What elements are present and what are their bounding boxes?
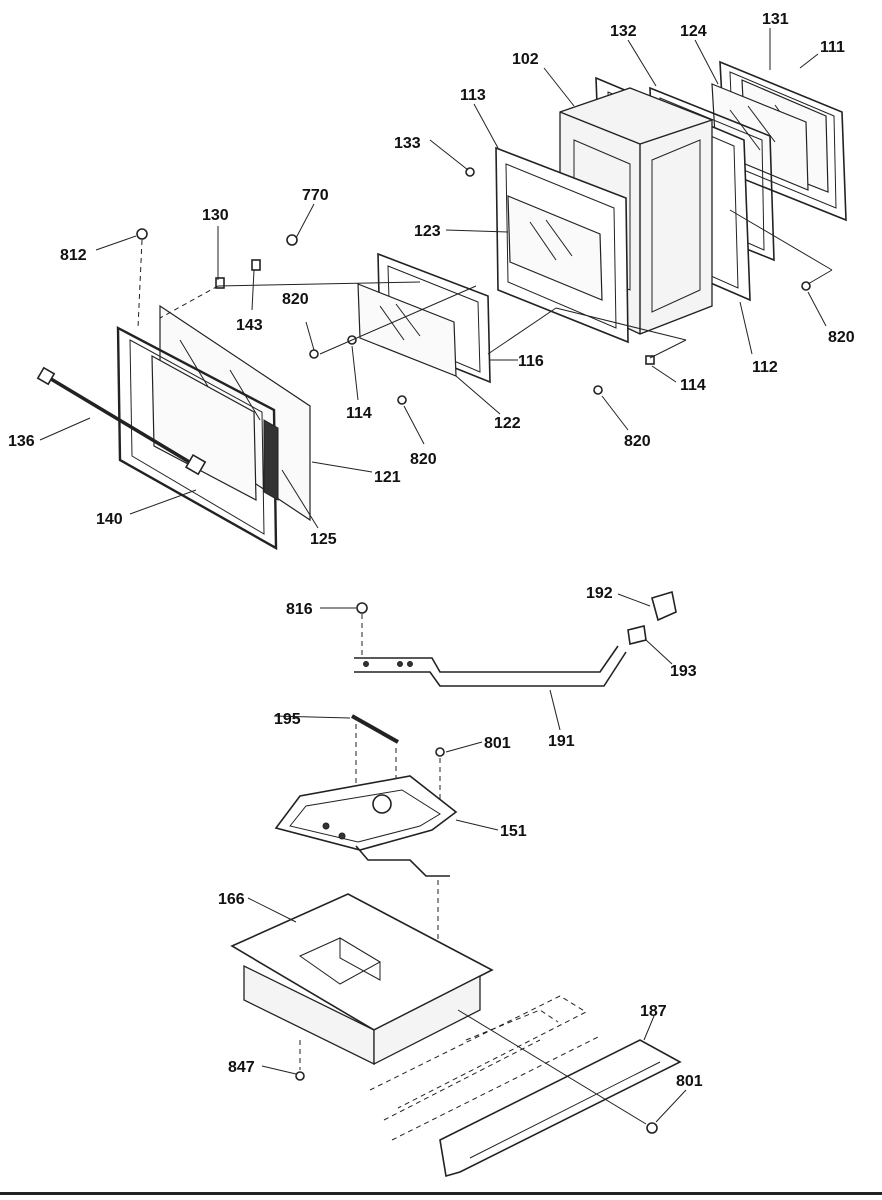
part-136-handle <box>36 366 207 476</box>
label-114-b: 114 <box>680 377 706 394</box>
label-820-a: 820 <box>282 291 309 308</box>
label-192: 192 <box>586 585 613 602</box>
part-192-knob <box>651 590 677 622</box>
part-847-screw <box>295 1071 305 1081</box>
label-123: 123 <box>414 223 441 240</box>
range-body-outline <box>369 995 647 1141</box>
label-113: 113 <box>460 87 486 104</box>
part-140-door-frame <box>116 325 278 551</box>
label-801-b: 801 <box>676 1073 703 1090</box>
label-820-b: 820 <box>828 329 855 346</box>
label-820-c: 820 <box>410 451 437 468</box>
label-102: 102 <box>512 51 539 68</box>
label-191: 191 <box>548 733 575 750</box>
part-193-clip <box>627 625 647 645</box>
part-816-screw <box>356 602 368 614</box>
part-191-latch-arm <box>354 645 627 687</box>
part-187-bracket <box>439 1039 682 1178</box>
label-132: 132 <box>610 23 637 40</box>
label-124: 124 <box>680 23 707 40</box>
label-187: 187 <box>640 1003 667 1020</box>
label-125: 125 <box>310 531 337 548</box>
label-143: 143 <box>236 317 263 334</box>
label-820-d: 820 <box>624 433 651 450</box>
label-770: 770 <box>302 187 329 204</box>
label-812: 812 <box>60 247 87 264</box>
label-140: 140 <box>96 511 123 528</box>
label-131: 131 <box>762 11 789 28</box>
label-112: 112 <box>752 359 778 376</box>
part-801-screw-a <box>435 747 445 757</box>
label-111: 111 <box>820 39 845 56</box>
label-122: 122 <box>494 415 521 432</box>
bottom-rule <box>0 1192 882 1195</box>
label-816: 816 <box>286 601 313 618</box>
part-151-latch-plate <box>274 775 458 877</box>
leader-lines <box>39 28 827 1123</box>
part-labels: 111 131 124 132 102 113 133 123 770 130 … <box>8 11 855 1090</box>
label-130: 130 <box>202 207 229 224</box>
part-123-glass <box>507 195 603 301</box>
label-801-a: 801 <box>484 735 511 752</box>
part-801-screw-b <box>646 1122 658 1134</box>
label-136: 136 <box>8 433 35 450</box>
part-195-spring <box>351 714 399 790</box>
label-166: 166 <box>218 891 245 908</box>
label-151: 151 <box>500 823 527 840</box>
label-114-a: 114 <box>346 405 372 422</box>
part-125-vent <box>263 419 279 501</box>
label-116: 116 <box>518 353 544 370</box>
label-193: 193 <box>670 663 697 680</box>
part-166-base-pan <box>230 893 494 1066</box>
assembly-lines-upper <box>137 209 833 359</box>
label-847: 847 <box>228 1059 255 1076</box>
label-133: 133 <box>394 135 421 152</box>
label-121: 121 <box>374 469 401 486</box>
label-195: 195 <box>274 711 301 728</box>
part-122-glass <box>357 283 457 377</box>
